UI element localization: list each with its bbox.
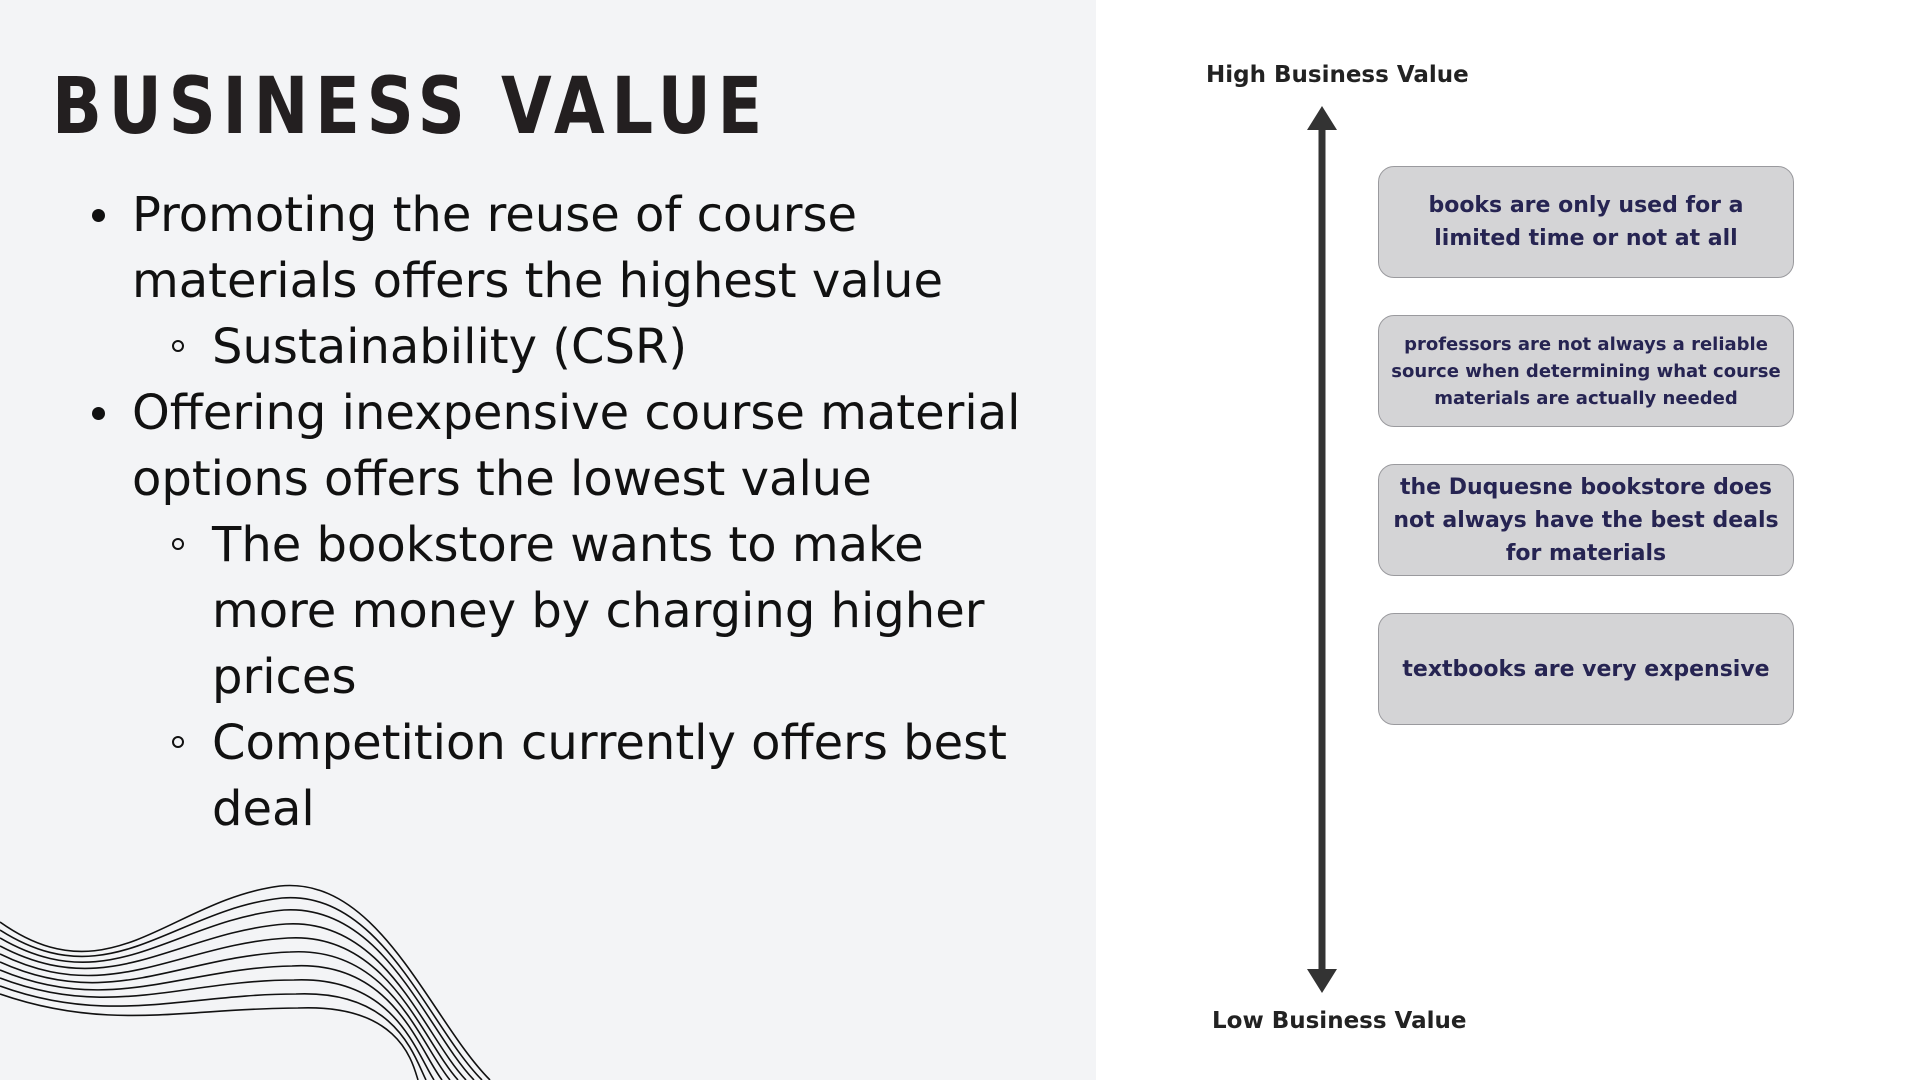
bullet-text: Offering inexpensive course material opt… bbox=[132, 385, 1021, 507]
sub-bullet-item: Competition currently offers best deal bbox=[172, 710, 1050, 842]
value-box-bookstore-deals: the Duquesne bookstore does not always h… bbox=[1378, 464, 1794, 576]
value-axis-arrow bbox=[1307, 106, 1337, 993]
bullet-item-reuse: Promoting the reuse of course materials … bbox=[90, 182, 1050, 380]
high-value-label: High Business Value bbox=[1206, 62, 1469, 88]
business-value-diagram: High Business Value books are only used … bbox=[1096, 0, 1920, 1080]
slide-title: BUSINESS VALUE bbox=[52, 62, 769, 152]
bullet-item-inexpensive: Offering inexpensive course material opt… bbox=[90, 380, 1050, 842]
decorative-wave-lines bbox=[0, 884, 491, 1080]
bullet-list: Promoting the reuse of course materials … bbox=[90, 182, 1050, 842]
value-box-limited-use: books are only used for a limited time o… bbox=[1378, 166, 1794, 278]
sub-bullet-item: The bookstore wants to make more money b… bbox=[172, 512, 1050, 710]
value-box-professors: professors are not always a reliable sou… bbox=[1378, 315, 1794, 427]
sub-bullet-list: Sustainability (CSR) bbox=[132, 314, 1050, 380]
left-panel: BUSINESS VALUE Promoting the reuse of co… bbox=[0, 0, 1096, 1080]
value-box-expensive: textbooks are very expensive bbox=[1378, 613, 1794, 725]
sub-bullet-item: Sustainability (CSR) bbox=[172, 314, 1050, 380]
bullet-text: Promoting the reuse of course materials … bbox=[132, 187, 943, 309]
sub-bullet-list: The bookstore wants to make more money b… bbox=[132, 512, 1050, 842]
low-value-label: Low Business Value bbox=[1212, 1008, 1467, 1034]
